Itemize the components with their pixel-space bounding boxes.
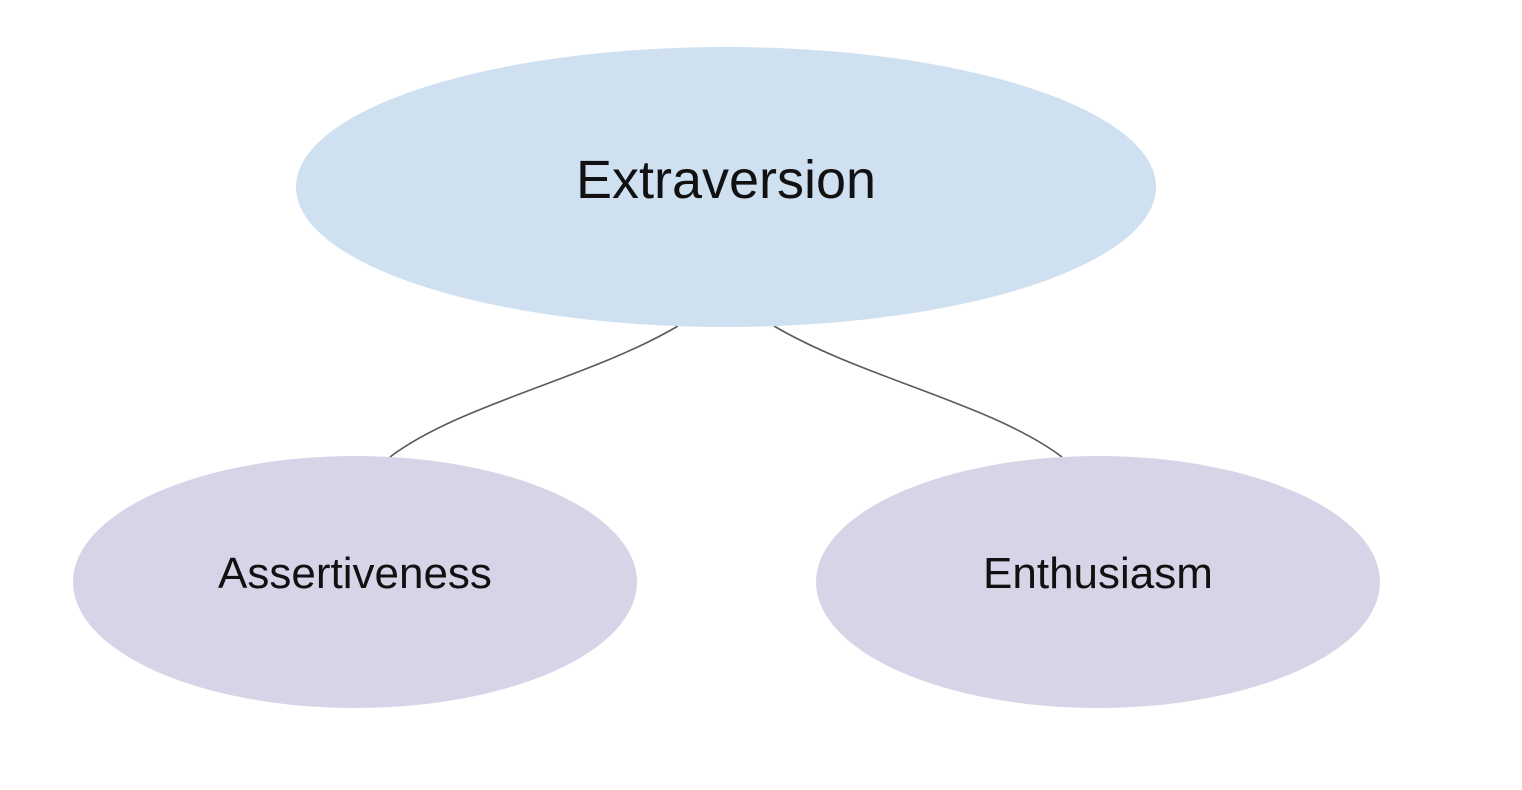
connector-extraversion-assertiveness bbox=[389, 325, 679, 458]
node-assertiveness[interactable]: Assertiveness bbox=[73, 456, 637, 708]
node-assertiveness-shape bbox=[73, 456, 637, 708]
node-enthusiasm-label: Enthusiasm bbox=[983, 549, 1213, 598]
node-extraversion-label: Extraversion bbox=[576, 150, 876, 210]
node-assertiveness-label: Assertiveness bbox=[218, 549, 492, 598]
node-extraversion-shape bbox=[296, 47, 1156, 327]
node-enthusiasm[interactable]: Enthusiasm bbox=[816, 456, 1380, 708]
connector-extraversion-enthusiasm bbox=[773, 325, 1063, 458]
node-enthusiasm-shape bbox=[816, 456, 1380, 708]
node-extraversion[interactable]: Extraversion bbox=[296, 47, 1156, 327]
